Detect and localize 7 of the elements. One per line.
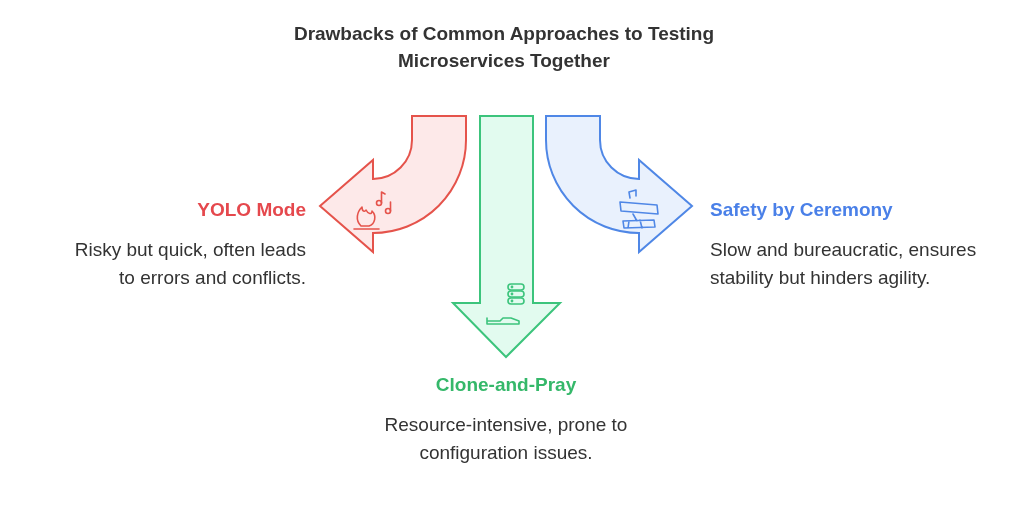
approach-description: Risky but quick, often leads to errors and conflicts.: [73, 238, 306, 290]
approach-heading: YOLO Mode: [196, 198, 306, 222]
approach-description: Slow and bureaucratic, ensures stability but hinders agility.: [710, 238, 978, 290]
diagram-title: Drawbacks of Common Approaches to Testing Microservices Together: [292, 22, 716, 73]
approach-description: Resource-intensive, prone to configuration issues.: [383, 413, 629, 465]
approach-heading: Safety by Ceremony: [710, 198, 894, 222]
approach-heading: Clone-and-Pray: [434, 373, 578, 397]
